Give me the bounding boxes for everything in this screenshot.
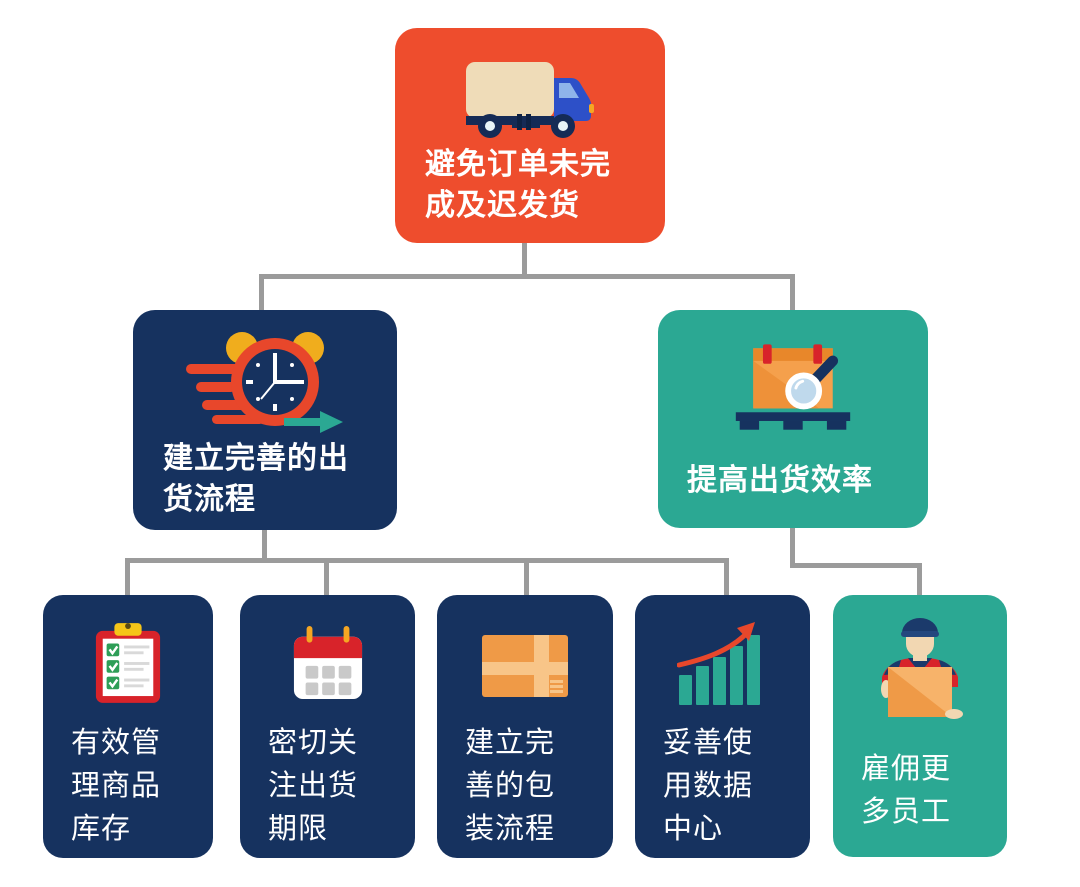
crate-magnifier-icon bbox=[730, 344, 856, 434]
connector-line bbox=[724, 558, 729, 597]
connector-line bbox=[259, 274, 264, 312]
node-shipping-process: 建立完善的出 货流程 bbox=[133, 310, 397, 530]
checklist-clipboard-icon bbox=[93, 623, 163, 703]
node-hire-more-staff: 雇佣更 多员工 bbox=[833, 595, 1007, 857]
connector-line bbox=[917, 563, 922, 597]
node-use-data-center: 妥善使 用数据 中心 bbox=[635, 595, 810, 858]
node-label: 避免订单未完 成及迟发货 bbox=[425, 147, 611, 223]
connector-line bbox=[125, 558, 130, 597]
connector-line bbox=[524, 558, 529, 597]
connector-line bbox=[790, 526, 795, 568]
node-label: 密切关 注出货 期限 bbox=[268, 725, 359, 845]
connector-line bbox=[790, 274, 795, 312]
calendar-icon bbox=[292, 625, 364, 701]
node-manage-inventory: 有效管 理商品 库存 bbox=[43, 595, 213, 858]
node-watch-deadlines: 密切关 注出货 期限 bbox=[240, 595, 415, 858]
connector-line bbox=[262, 528, 267, 563]
speed-alarm-clock-icon bbox=[186, 326, 344, 436]
node-label: 建立完善的出 货流程 bbox=[163, 441, 349, 517]
connector-line bbox=[790, 563, 922, 568]
node-label: 有效管 理商品 库存 bbox=[71, 725, 162, 845]
connector-line bbox=[522, 243, 527, 279]
connector-line bbox=[324, 558, 329, 597]
node-label: 雇佣更 多员工 bbox=[861, 751, 952, 828]
delivery-truck-icon bbox=[460, 58, 600, 142]
package-icon bbox=[482, 635, 568, 697]
growth-chart-icon bbox=[676, 621, 769, 705]
node-label: 建立完 善的包 装流程 bbox=[465, 725, 556, 845]
node-packing-process: 建立完 善的包 装流程 bbox=[437, 595, 613, 858]
node-label: 妥善使 用数据 中心 bbox=[663, 725, 754, 845]
node-avoid-late-shipment: 避免订单未完 成及迟发货 bbox=[395, 28, 665, 243]
node-improve-efficiency: 提高出货效率 bbox=[658, 310, 928, 528]
connector-line bbox=[259, 274, 795, 279]
node-label: 提高出货效率 bbox=[687, 463, 873, 498]
worker-carrying-box-icon bbox=[872, 615, 968, 721]
connector-line bbox=[125, 558, 729, 563]
